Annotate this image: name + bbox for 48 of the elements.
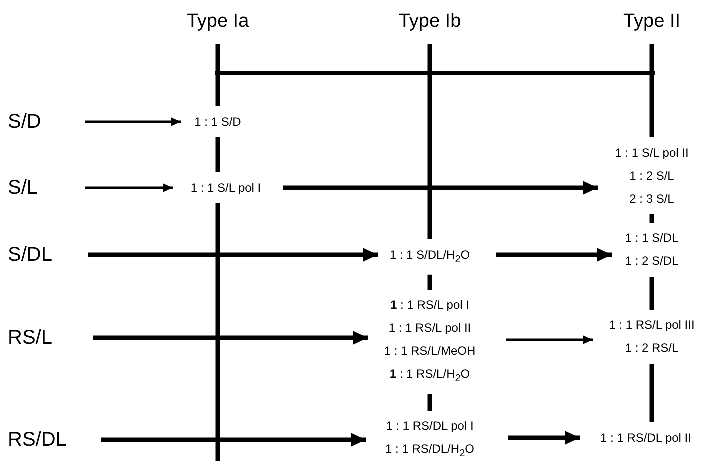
connector-line bbox=[428, 44, 432, 71]
row-label: S/D bbox=[8, 110, 48, 134]
column-header: Type II bbox=[620, 10, 684, 34]
compound-label: 1 : 2 RS/L bbox=[625, 340, 679, 357]
row-label: RS/DL bbox=[8, 428, 84, 452]
compound-label: 1 : 1 RS/L/H$_{2}$O bbox=[390, 366, 470, 386]
arrow bbox=[101, 433, 366, 447]
compound-label: 1 : 1 S/L pol II bbox=[615, 144, 689, 162]
compound-label: 1 : 1 S/D bbox=[185, 110, 251, 134]
row-label: S/DL bbox=[8, 243, 60, 267]
compound-label: 1 : 1 S/DL bbox=[625, 230, 679, 247]
connector-line bbox=[428, 394, 432, 411]
row-label: RS/L bbox=[8, 326, 66, 350]
connector-line bbox=[428, 75, 432, 240]
connector-line bbox=[650, 277, 654, 310]
connector-line bbox=[650, 214, 654, 223]
column-header: Type Ib bbox=[395, 10, 465, 34]
compound-label: 1 : 1 RS/DL pol II bbox=[584, 426, 708, 450]
arrow bbox=[93, 331, 368, 345]
compound-label: 2 : 3 S/L bbox=[630, 190, 674, 208]
horizontal-bar bbox=[215, 71, 655, 75]
compound-label: 1 : 1 RS/L pol II bbox=[388, 320, 472, 337]
arrow bbox=[283, 181, 598, 195]
connector-line bbox=[650, 364, 654, 422]
connector-line bbox=[216, 75, 220, 106]
arrow bbox=[496, 248, 612, 262]
compound-label: 1 : 1 S/L pol I bbox=[177, 176, 275, 200]
compound-label: 1 : 1 S/DL/H$_{2}$O bbox=[382, 244, 478, 271]
arrow bbox=[508, 431, 580, 445]
connector-line bbox=[216, 204, 220, 461]
arrow bbox=[506, 336, 593, 344]
compound-label: 1 : 2 S/L bbox=[630, 168, 674, 184]
compound-label: 1 : 1 RS/L/MeOH bbox=[384, 343, 476, 360]
connector-line bbox=[428, 274, 432, 290]
arrow bbox=[85, 184, 173, 192]
connector-line bbox=[650, 75, 654, 138]
compound-label: 1 : 1 RS/DL/H$_{2}$O bbox=[386, 441, 474, 461]
compound-label: 1 : 2 S/DL bbox=[625, 253, 679, 270]
arrow bbox=[88, 248, 378, 262]
compound-label: 1 : 1 RS/L pol I bbox=[390, 297, 470, 314]
connector-line bbox=[650, 44, 654, 71]
connector-line bbox=[216, 44, 220, 71]
arrow bbox=[85, 118, 181, 126]
compound-label: 1 : 1 RS/DL pol I bbox=[386, 418, 474, 435]
connector-line bbox=[216, 138, 220, 172]
column-header: Type Ia bbox=[183, 10, 253, 34]
compound-label: 1 : 1 RS/L pol III bbox=[609, 317, 695, 334]
row-label: S/L bbox=[8, 176, 48, 200]
